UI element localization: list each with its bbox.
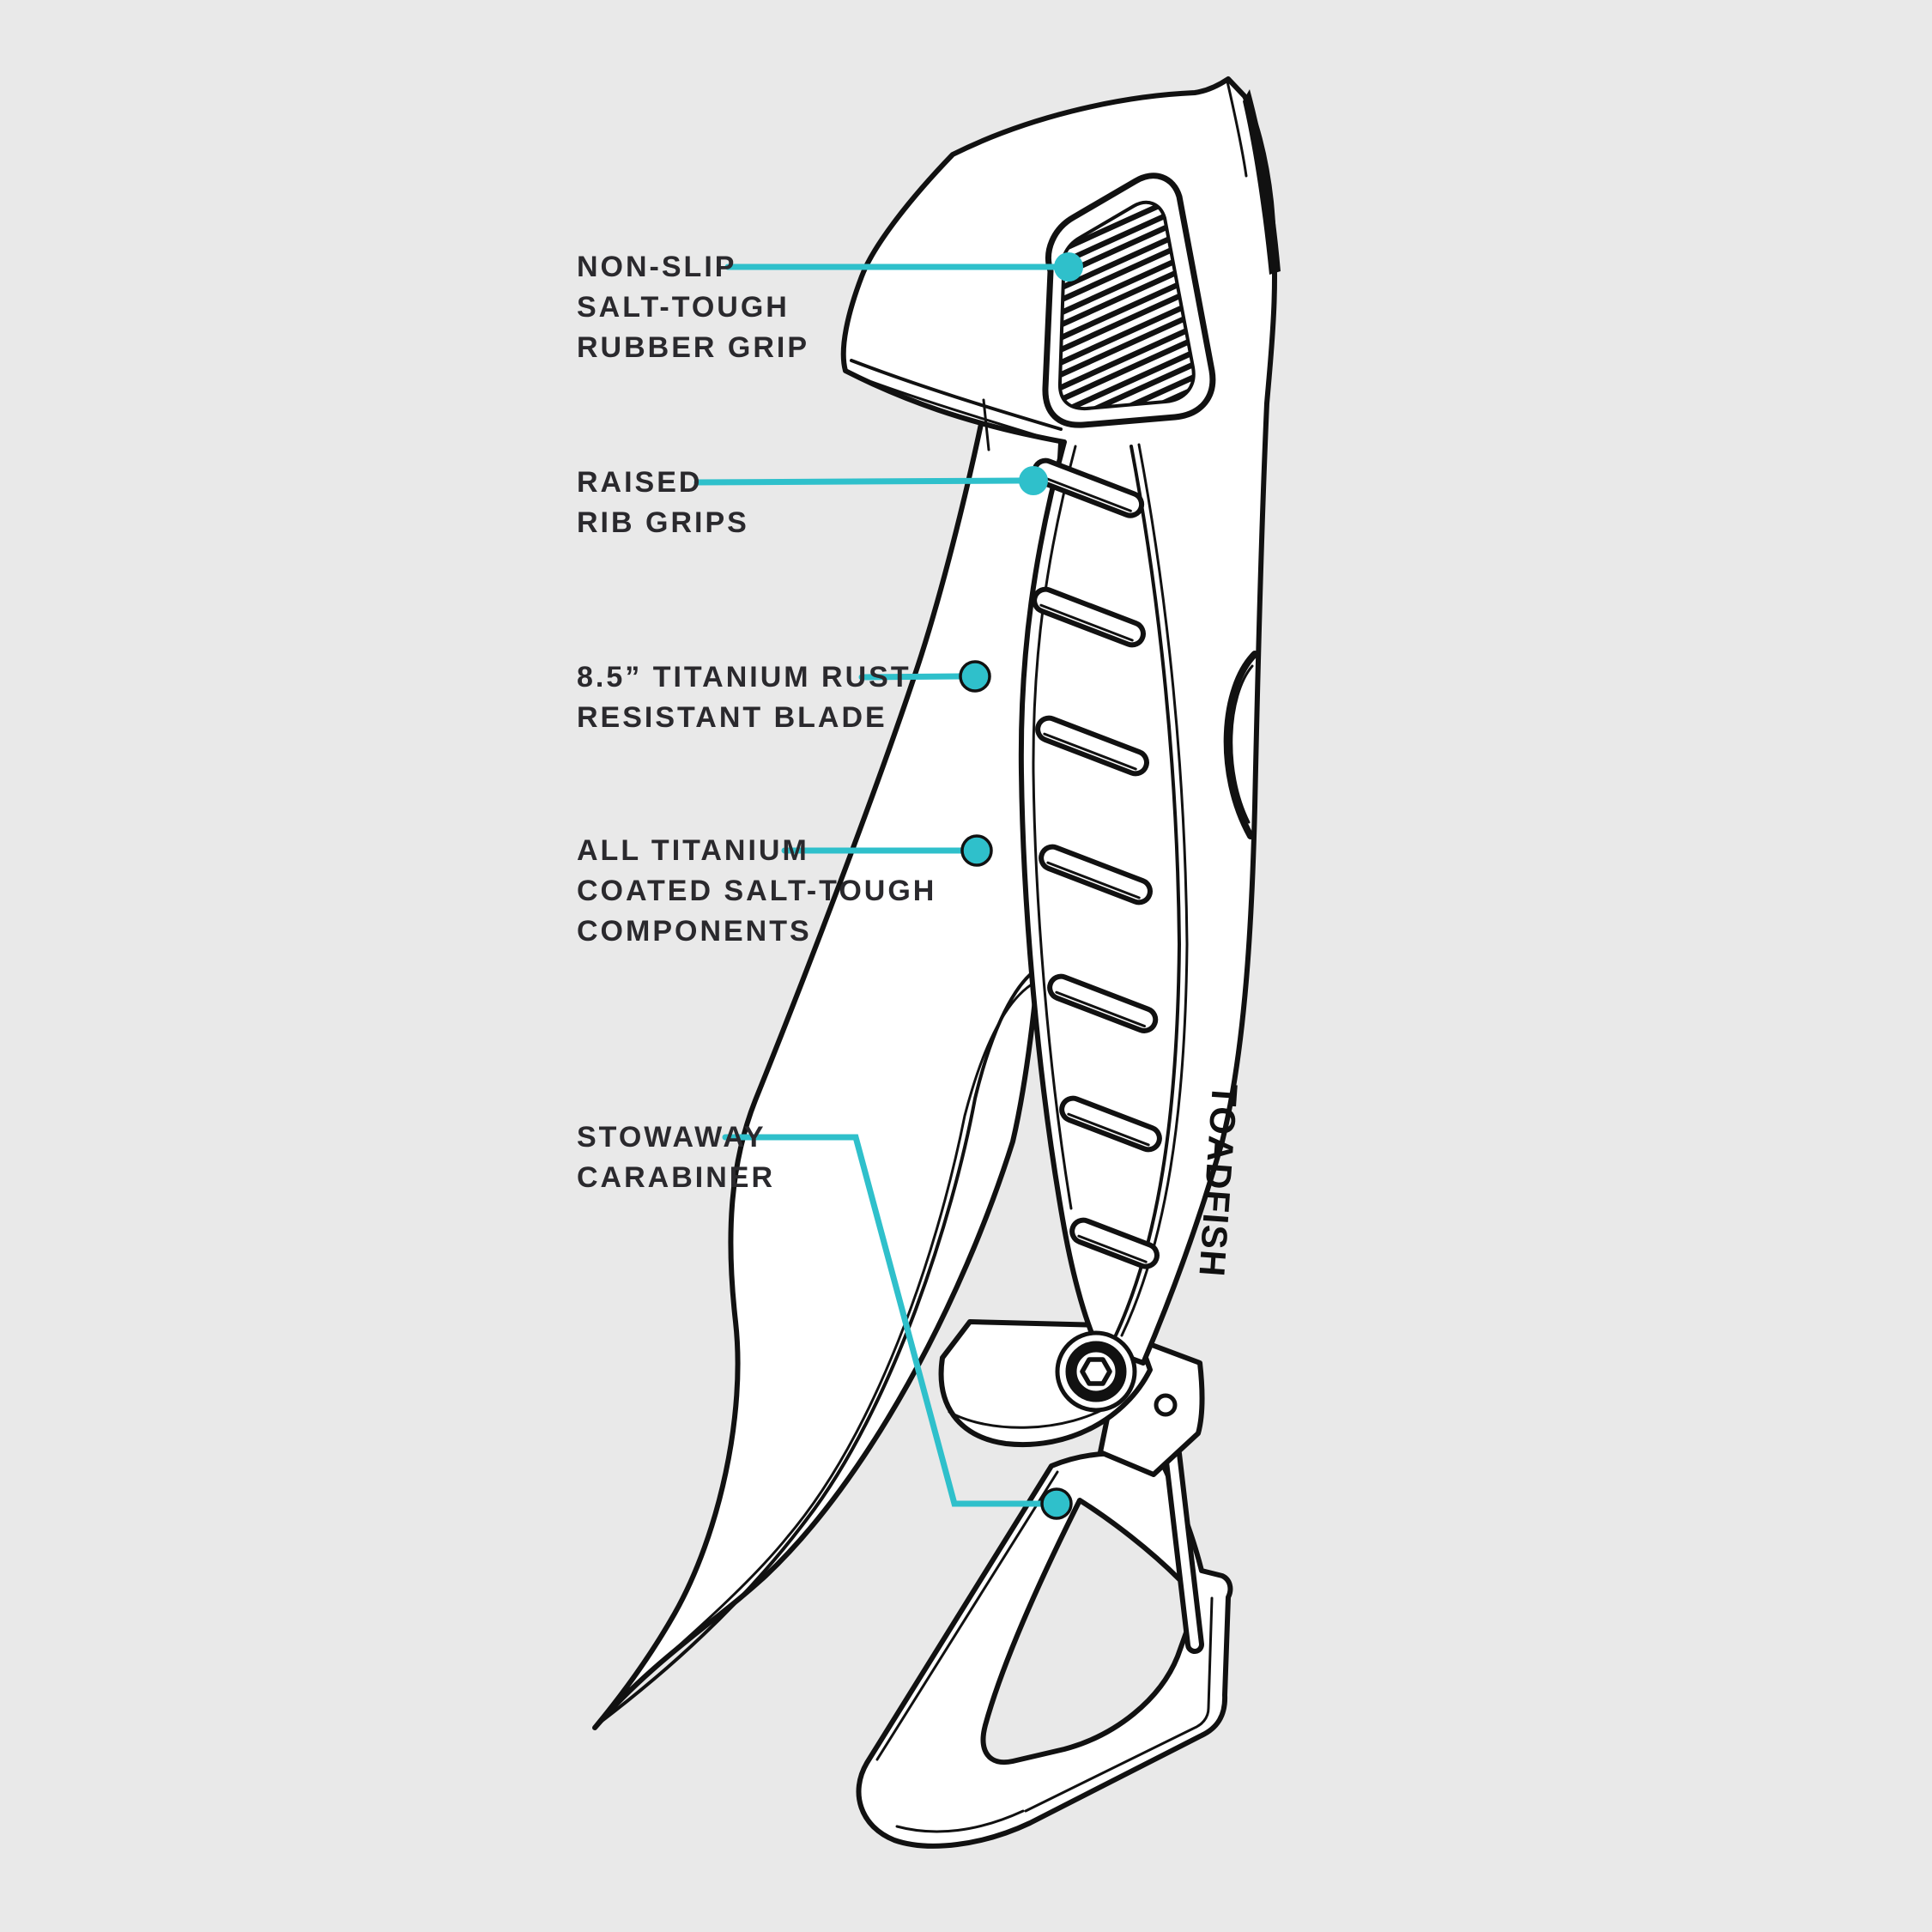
callout-labels: NON-SLIP SALT-TOUGH RUBBER GRIP RAISED R… [577,251,936,1194]
callout-dot-components [960,834,993,867]
handle-butt-lip-line-1 [850,359,1063,431]
label-line: STOWAWAY [577,1121,766,1154]
label-line: CARABINER [577,1161,775,1194]
label-line: SALT-TOUGH [577,291,790,324]
label-line: RUBBER GRIP [577,331,809,364]
hex-socket-icon [1080,1357,1112,1386]
horn-shading [1243,89,1281,275]
label-line: RESISTANT BLADE [577,701,887,734]
callout-line-rib-grips [693,477,1022,486]
callout-dot-carabiner [1040,1487,1073,1520]
callout-dot-blade [959,660,991,693]
blade-heel-inner-line [948,1401,1117,1429]
label-line: COMPONENTS [577,915,812,948]
carabiner-thickness-line-corner [895,1809,1025,1833]
rib-grip [1069,1217,1160,1269]
callout-connectors [693,252,1083,1520]
right-edge-groove-inner [1230,664,1254,824]
callout-dot-rubber-grip [1054,252,1083,282]
carabiner-thickness-line-bottom [1024,1596,1214,1813]
label-blade: 8.5” TITANIUM RUST RESISTANT BLADE [577,661,911,734]
rib-grip [1047,973,1159,1033]
label-line: RAISED [577,466,702,499]
callout-line-carabiner [722,1134,1045,1507]
label-line: NON-SLIP [577,251,736,283]
blade [592,344,1069,1730]
rib-grip [1039,844,1153,905]
stowaway-carabiner [856,1444,1233,1849]
label-line: 8.5” TITANIUM RUST [577,661,911,693]
lock-plate-hole [1154,1393,1178,1417]
right-edge-groove [1223,651,1258,839]
pivot-screw [1055,1330,1137,1413]
label-line: ALL TITANIUM [577,834,809,867]
rib-grip [1032,586,1146,648]
raised-rib-grips [1032,457,1162,1269]
label-line: COATED SALT-TOUGH [577,875,936,907]
horn-inner-line [1226,80,1248,178]
blade-bevel-line [609,981,1036,1708]
label-rib-grips: RAISED RIB GRIPS [577,466,749,539]
carabiner-frame [856,1451,1233,1849]
callout-line-blade [858,673,963,681]
blade-slot-line [982,398,990,451]
carabiner-wire-gate [1168,1450,1199,1649]
handle-front-edge-inner-line [1032,445,1077,1210]
handle-face-divider-echo [1120,443,1189,1337]
callout-dot-rib-grips [1019,466,1048,495]
label-carabiner: STOWAWAY CARABINER [577,1121,775,1194]
label-rubber-grip: NON-SLIP SALT-TOUGH RUBBER GRIP [577,251,809,364]
handle-butt-lip-line-2 [858,376,1057,443]
label-line: RIB GRIPS [577,506,749,539]
handle-face-divider [1112,445,1182,1341]
rib-grip [1059,1095,1162,1153]
label-components: ALL TITANIUM COATED SALT-TOUGH COMPONENT… [577,834,936,948]
rib-grip [1035,715,1149,777]
carabiner-thickness-line-left [875,1470,1059,1761]
